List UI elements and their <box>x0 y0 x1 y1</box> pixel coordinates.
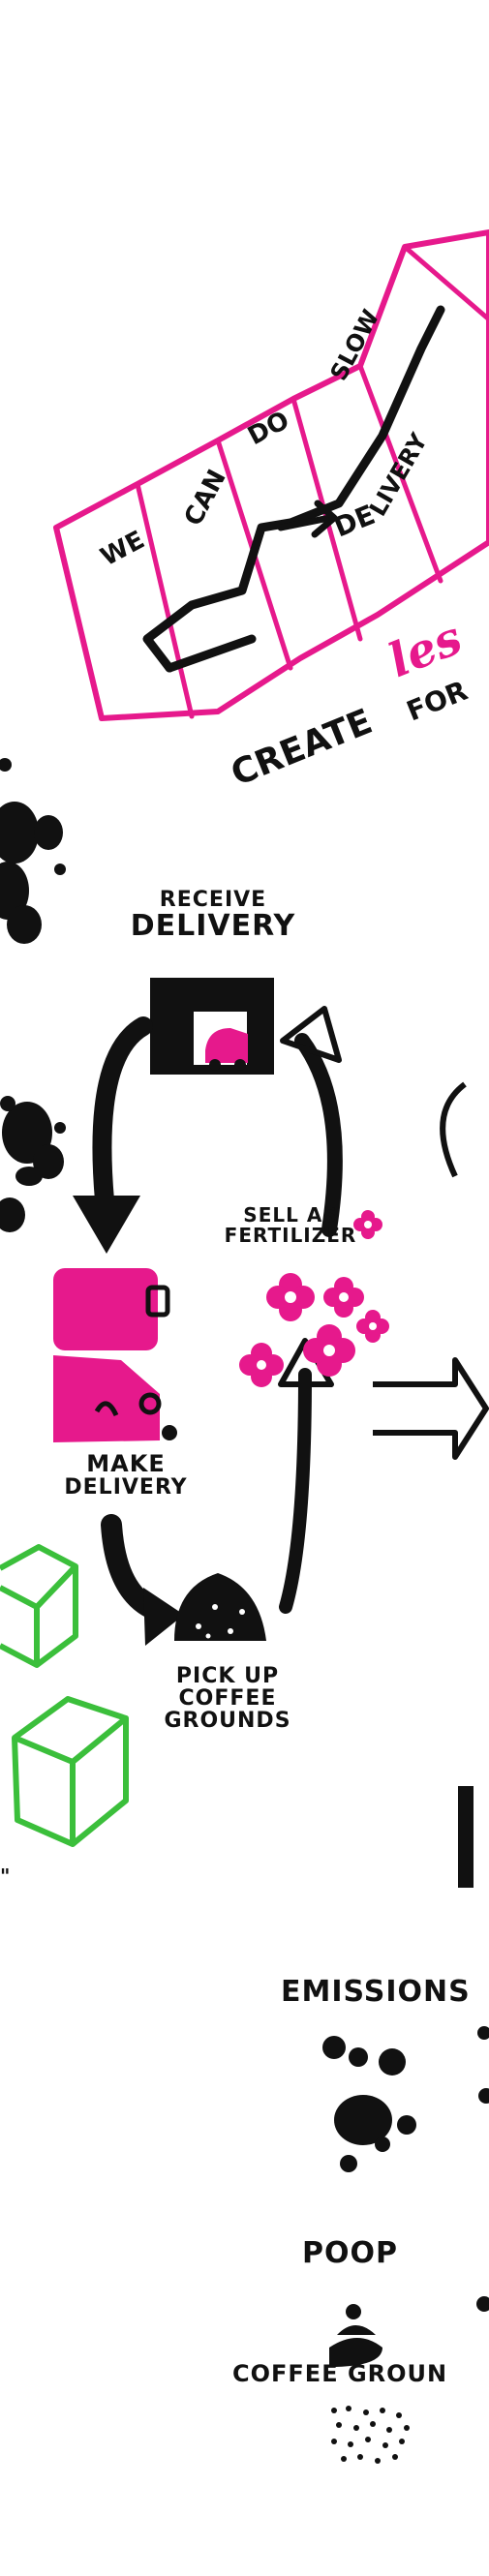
store-icon <box>150 978 274 1075</box>
arrow-icon <box>92 1016 343 1622</box>
emissions-label: EMISSIONS <box>281 1975 471 2009</box>
truck-icon <box>53 1268 177 1442</box>
arrow-heads <box>73 1196 184 1646</box>
coffee-grounds-label: COFFEE GROUN <box>232 2362 448 2387</box>
poop-label: POOP <box>302 2236 398 2270</box>
receive-delivery-label: RECEIVE DELIVERY <box>126 889 300 942</box>
coffee-word: COFFEE <box>178 1686 277 1712</box>
delivery-word-2: DELIVERY <box>64 1475 188 1500</box>
arrow-icon <box>373 1357 489 1460</box>
flower-icon <box>239 1210 389 1387</box>
emission-cloud-icon <box>322 2036 416 2172</box>
edge-mark: " <box>0 1864 10 1888</box>
map-icon <box>53 229 489 721</box>
partial-stroke <box>440 1081 467 1178</box>
green-cube-icon <box>0 1544 78 1668</box>
coffee-grounds-dots <box>331 2406 410 2464</box>
green-cube-icon <box>12 1696 129 1847</box>
ink-splatter-top <box>0 758 66 944</box>
edge-blobs <box>477 2026 489 2104</box>
receive-word: RECEIVE <box>159 888 267 912</box>
ink-splatter-mid <box>0 1096 66 1232</box>
make-delivery-label: MAKE DELIVERY <box>48 1450 203 1500</box>
create-label: CREATE <box>226 702 378 794</box>
make-word: MAKE <box>86 1450 166 1477</box>
grounds-word: GROUNDS <box>164 1709 291 1734</box>
fertilizer-word: FERTILIZER <box>224 1224 357 1247</box>
pick-up-word: PICK UP <box>175 1664 280 1688</box>
letter-i <box>458 1786 474 1888</box>
coffee-pile-icon <box>174 1573 266 1641</box>
delivery-word: DELIVERY <box>130 909 296 944</box>
pick-up-label: PICK UP COFFEE GROUNDS <box>160 1665 295 1732</box>
poop-icon <box>329 2296 489 2367</box>
fertilizer-label: SELL AS FERTILIZER <box>213 1205 368 1246</box>
sell-as-word: SELL AS <box>243 1203 338 1227</box>
